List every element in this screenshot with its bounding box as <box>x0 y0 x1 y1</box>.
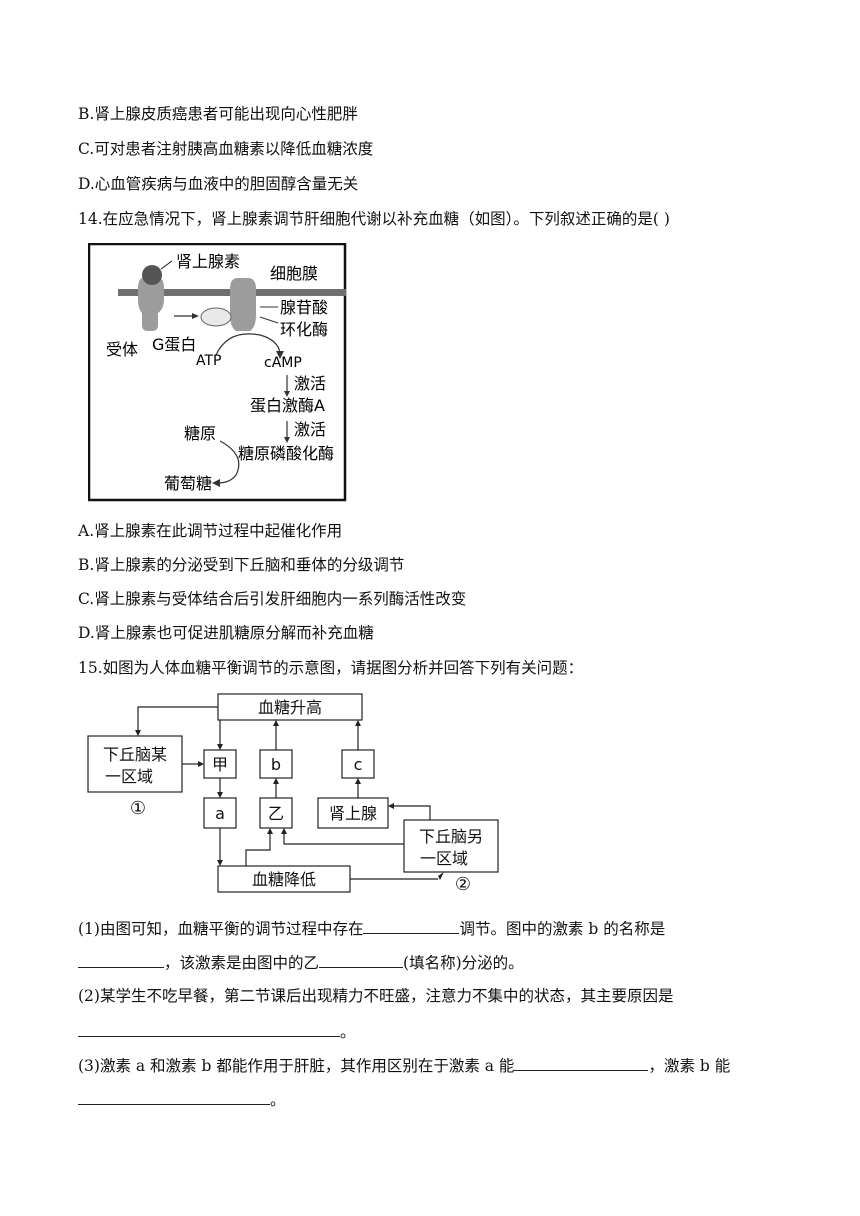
answer-blank-yi-name[interactable] <box>319 951 404 968</box>
label-adrenaline: 肾上腺素 <box>176 252 240 271</box>
q15-part1-line1: (1)由图可知，血糖平衡的调节过程中存在调节。图中的激素 b 的名称是 <box>78 917 665 939</box>
q14-stem: 14.在应急情况下，肾上腺素调节肝细胞代谢以补充血糖（如图）。下列叙述正确的是(… <box>78 210 670 228</box>
label-hypo1-line1: 下丘脑某 <box>103 745 167 764</box>
blood-glucose-regulation-figure: 血糖升高 下丘脑某 一区域 ① 甲 b c a 乙 肾上腺 下丘脑另 一区域 ②… <box>87 693 499 895</box>
label-a: a <box>215 804 225 823</box>
label-glucose: 葡萄糖 <box>164 474 212 493</box>
box-low <box>217 865 351 893</box>
label-atp: ATP <box>196 353 221 369</box>
label-g-protein: G蛋白 <box>152 335 196 354</box>
label-membrane: 细胞膜 <box>270 264 318 283</box>
label-b: b <box>271 755 281 774</box>
q13-option-d: D.心血管疾病与血液中的胆固醇含量无关 <box>78 175 359 193</box>
box-hypothalamus-1 <box>87 735 183 793</box>
label-jia: 甲 <box>212 755 228 774</box>
label-glycogen: 糖原 <box>184 424 216 443</box>
q14-option-c: C.肾上腺素与受体结合后引发肝细胞内一系列酶活性改变 <box>78 590 467 608</box>
label-low: 血糖降低 <box>252 870 316 889</box>
answer-blank-hormone-a-effect[interactable] <box>514 1054 649 1071</box>
box-b <box>259 749 293 779</box>
label-high: 血糖升高 <box>258 698 322 717</box>
box-adrenal <box>317 797 389 829</box>
q14-option-a: A.肾上腺素在此调节过程中起催化作用 <box>78 522 343 540</box>
label-activate-1: 激活 <box>294 374 326 393</box>
q15-part3-line2: 。 <box>78 1088 286 1110</box>
label-adrenal: 肾上腺 <box>329 804 377 823</box>
adrenaline-molecule <box>142 265 162 285</box>
box-a <box>203 797 237 829</box>
receptor-shape <box>138 277 164 331</box>
q15-part2-line2: 。 <box>78 1020 356 1042</box>
answer-blank-hormone-b[interactable] <box>78 951 164 968</box>
q15-stem: 15.如图为人体血糖平衡调节的示意图，请据图分析并回答下列有关问题： <box>78 659 584 677</box>
answer-blank-regulation[interactable] <box>363 917 460 934</box>
label-adenylate-2: 环化酶 <box>280 320 328 339</box>
q13-option-b: B.肾上腺皮质癌患者可能出现向心性肥胖 <box>78 105 358 123</box>
q15-part3-line1: (3)激素 a 和激素 b 都能作用于肝脏，其作用区别在于激素 a 能，激素 b… <box>78 1054 730 1076</box>
label-pka: 蛋白激酶A <box>250 396 325 415</box>
label-c: c <box>354 755 363 774</box>
box-hypothalamus-2 <box>403 819 499 873</box>
adenylate-cyclase-shape <box>230 278 256 331</box>
answer-blank-hormone-b-effect[interactable] <box>78 1088 270 1105</box>
label-adenylate-1: 腺苷酸 <box>280 298 328 317</box>
adrenaline-signaling-figure: 肾上腺素 细胞膜 腺苷酸 环化酶 受体 G蛋白 ATP cAMP 激活 蛋白激酶… <box>88 243 347 502</box>
label-mark-2: ② <box>455 874 471 895</box>
q14-option-d: D.肾上腺素也可促进肌糖原分解而补充血糖 <box>78 624 374 642</box>
label-receptor: 受体 <box>106 340 138 359</box>
label-yi: 乙 <box>268 804 284 823</box>
q15-part1-line2: ，该激素是由图中的乙(填名称)分泌的。 <box>78 951 524 973</box>
figure-frame <box>88 243 347 502</box>
label-hypo2-line2: 一区域 <box>420 849 468 868</box>
q15-part2-line1: (2)某学生不吃早餐，第二节课后出现精力不旺盛，注意力不集中的状态，其主要原因是 <box>78 987 674 1005</box>
label-phosphorylase: 糖原磷酸化酶 <box>238 444 334 463</box>
answer-blank-reason[interactable] <box>78 1020 340 1037</box>
q13-option-c: C.可对患者注射胰高血糖素以降低血糖浓度 <box>78 140 374 158</box>
box-yi <box>259 797 293 829</box>
box-high <box>217 693 363 721</box>
label-camp: cAMP <box>264 355 302 371</box>
g-protein-shape <box>200 307 232 327</box>
label-mark-1: ① <box>130 798 146 819</box>
label-activate-2: 激活 <box>294 420 326 439</box>
label-hypo1-line2: 一区域 <box>105 767 153 786</box>
q14-option-b: B.肾上腺素的分泌受到下丘脑和垂体的分级调节 <box>78 556 405 574</box>
label-hypo2-line1: 下丘脑另 <box>419 827 483 846</box>
